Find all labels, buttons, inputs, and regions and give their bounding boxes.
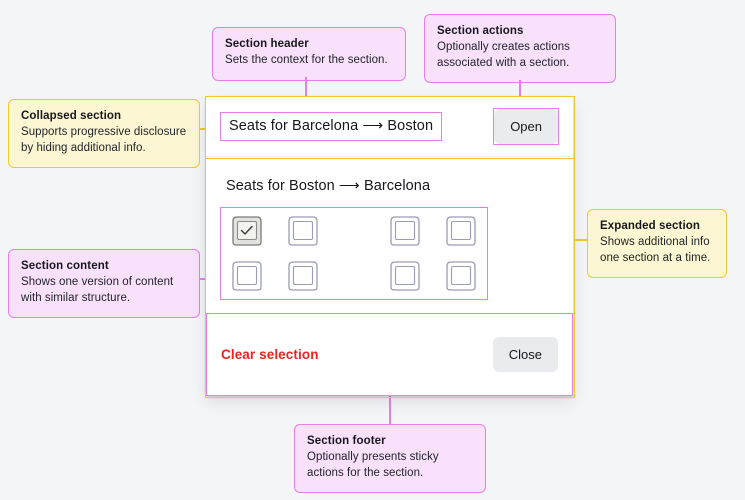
connector-section-actions: [519, 80, 521, 105]
callout-body: Optionally creates actions associated wi…: [437, 41, 570, 69]
seat-row: [229, 259, 479, 293]
callout-section-header: Section header Sets the context for the …: [212, 27, 406, 81]
callout-body: Optionally presents sticky actions for t…: [307, 451, 439, 479]
expanded-section: Seats for Boston ⟶ Barcelona: [206, 158, 573, 313]
collapsed-section-title: Seats for Barcelona ⟶ Boston: [220, 112, 443, 141]
seat-2B[interactable]: [285, 259, 321, 293]
seat-2D[interactable]: [443, 259, 479, 293]
connector-collapsed-section: [199, 128, 207, 130]
seat-1D[interactable]: [443, 214, 479, 248]
open-button[interactable]: Open: [494, 109, 558, 144]
seat-2A[interactable]: [229, 259, 265, 293]
callout-title: Section content: [21, 260, 109, 272]
section-actions-highlight: Open: [493, 108, 559, 145]
callout-body: Supports progressive disclosure by hidin…: [21, 126, 187, 154]
callout-title: Section footer: [307, 435, 386, 447]
callout-section-actions: Section actions Optionally creates actio…: [424, 14, 616, 83]
collapsed-section[interactable]: Seats for Barcelona ⟶ Boston Open: [206, 97, 573, 157]
seat-2C[interactable]: [387, 259, 423, 293]
section-footer: Clear selection Close: [206, 313, 573, 396]
seat-grid: [220, 207, 488, 300]
expanded-section-title: Seats for Boston ⟶ Barcelona: [226, 178, 431, 194]
sections-card: Seats for Barcelona ⟶ Boston Open Seats …: [204, 95, 575, 398]
callout-title: Section header: [225, 38, 309, 50]
callout-title: Collapsed section: [21, 110, 122, 122]
callout-body: Sets the context for the section.: [225, 54, 388, 67]
seat-1B[interactable]: [285, 214, 321, 248]
callout-section-content: Section content Shows one version of con…: [8, 249, 200, 318]
seat-row: [229, 214, 479, 248]
seat-1A[interactable]: [229, 214, 265, 248]
seat-1C[interactable]: [387, 214, 423, 248]
section-header-row: Seats for Barcelona ⟶ Boston Open: [206, 97, 573, 156]
callout-title: Section actions: [437, 25, 524, 37]
callout-body: Shows additional info one section at a t…: [600, 236, 711, 264]
callout-title: Expanded section: [600, 220, 701, 232]
connector-expanded-section: [574, 239, 588, 241]
callout-expanded-section: Expanded section Shows additional info o…: [587, 209, 727, 278]
check-icon: [240, 225, 253, 235]
clear-selection-button[interactable]: Clear selection: [221, 347, 319, 362]
callout-section-footer: Section footer Optionally presents stick…: [294, 424, 486, 493]
callout-collapsed-section: Collapsed section Supports progressive d…: [8, 99, 200, 168]
connector-section-footer: [389, 394, 391, 425]
close-button[interactable]: Close: [492, 337, 558, 372]
callout-body: Shows one version of content with simila…: [21, 276, 174, 304]
